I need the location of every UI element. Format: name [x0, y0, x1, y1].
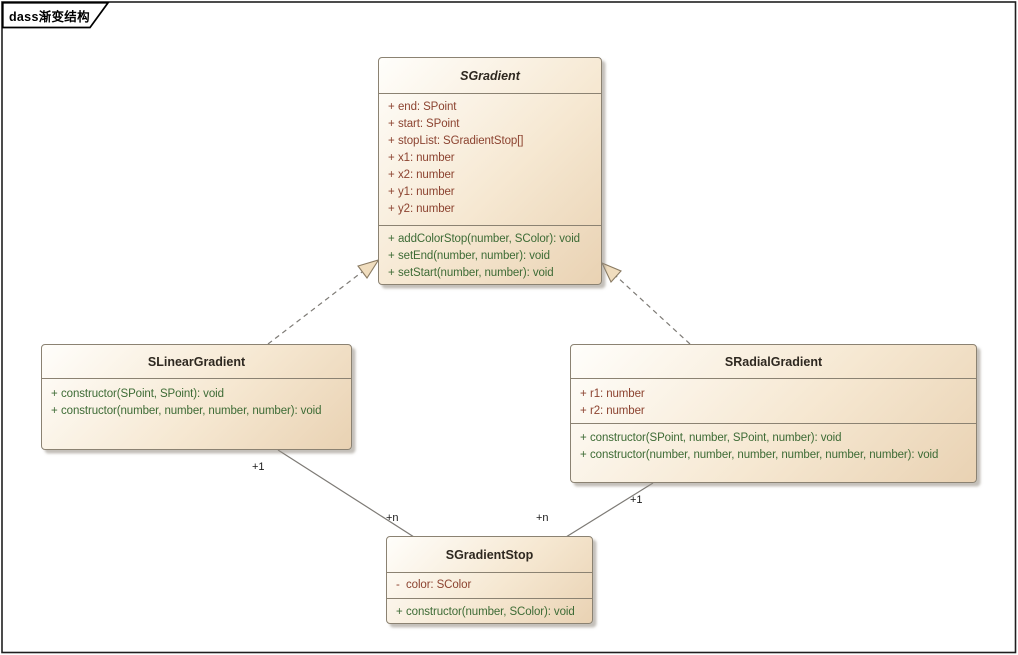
attribute-text: r1: number: [590, 388, 645, 400]
visibility-sign: +: [388, 250, 395, 262]
attribute-row[interactable]: +start: SPoint: [379, 116, 601, 133]
visibility-sign: +: [396, 606, 403, 618]
attribute-text: stopList: SGradientStop[]: [398, 135, 524, 147]
class-box-sgradient[interactable]: SGradient+end: SPoint+start: SPoint+stop…: [378, 57, 602, 285]
method-row[interactable]: +constructor(SPoint, number, SPoint, num…: [571, 430, 976, 447]
visibility-sign: +: [388, 233, 395, 245]
method-text: constructor(number, number, number, numb…: [61, 405, 322, 417]
method-text: setEnd(number, number): void: [398, 250, 550, 262]
hollow-triangle-arrowhead-icon: [357, 259, 380, 279]
multiplicity-label: +1: [252, 461, 265, 473]
association-connector[interactable]: [565, 482, 654, 538]
hollow-triangle-arrowhead-icon: [600, 261, 622, 283]
attribute-row[interactable]: +stopList: SGradientStop[]: [379, 133, 601, 150]
visibility-sign: +: [580, 449, 587, 461]
method-text: constructor(number, number, number, numb…: [590, 449, 939, 461]
method-text: constructor(SPoint, SPoint): void: [61, 388, 224, 400]
multiplicity-label: +n: [536, 512, 549, 524]
visibility-sign: +: [51, 405, 58, 417]
multiplicity-label: +1: [630, 494, 643, 506]
method-row[interactable]: +setEnd(number, number): void: [379, 248, 601, 265]
generalization-connector[interactable]: [267, 271, 363, 345]
class-name: SRadialGradient: [724, 354, 823, 369]
visibility-sign: +: [388, 118, 395, 130]
attribute-row[interactable]: +x2: number: [379, 167, 601, 184]
attribute-text: end: SPoint: [398, 101, 457, 113]
attribute-row[interactable]: -color: SColor: [387, 577, 592, 594]
attribute-row[interactable]: +y1: number: [379, 184, 601, 201]
visibility-sign: +: [388, 186, 395, 198]
method-row[interactable]: +constructor(number, number, number, num…: [571, 447, 976, 464]
attribute-text: x1: number: [398, 152, 455, 164]
attribute-text: color: SColor: [406, 579, 472, 591]
visibility-sign: +: [580, 405, 587, 417]
visibility-sign: +: [388, 152, 395, 164]
method-text: addColorStop(number, SColor): void: [398, 233, 580, 245]
attribute-text: y2: number: [398, 203, 455, 215]
method-text: setStart(number, number): void: [398, 267, 554, 279]
method-row[interactable]: +constructor(number, SColor): void: [387, 604, 592, 621]
class-name: SLinearGradient: [147, 354, 246, 369]
attribute-row[interactable]: +r2: number: [571, 403, 976, 420]
method-text: constructor(number, SColor): void: [406, 606, 575, 618]
visibility-sign: +: [580, 388, 587, 400]
visibility-sign: +: [580, 432, 587, 444]
attribute-text: start: SPoint: [398, 118, 460, 130]
method-row[interactable]: +setStart(number, number): void: [379, 265, 601, 282]
class-box-sgradientstop[interactable]: SGradientStop -color: SColor +constructor(…: [386, 536, 593, 624]
visibility-sign: +: [388, 135, 395, 147]
attributes-compartment: -color: SColor: [387, 573, 592, 599]
visibility-sign: -: [396, 579, 400, 591]
multiplicity-label: +n: [386, 512, 399, 524]
class-box-slineargradient[interactable]: SLinearGradient +constructor(SPoint, SPoi…: [41, 344, 352, 450]
generalization-connector[interactable]: [615, 275, 691, 345]
attributes-compartment: +r1: number+r2: number: [571, 379, 976, 424]
attribute-text: x2: number: [398, 169, 455, 181]
visibility-sign: +: [388, 101, 395, 113]
visibility-sign: +: [388, 203, 395, 215]
association-connector[interactable]: [277, 449, 415, 538]
class-name: SGradient: [460, 68, 520, 83]
methods-compartment: +addColorStop(number, SColor): void+setE…: [379, 226, 601, 284]
method-text: constructor(SPoint, number, SPoint, numb…: [590, 432, 842, 444]
class-name: SGradientStop: [445, 547, 534, 562]
attribute-row[interactable]: +x1: number: [379, 150, 601, 167]
methods-compartment: +constructor(SPoint, number, SPoint, num…: [571, 424, 976, 482]
attributes-compartment: +end: SPoint+start: SPoint+stopList: SGr…: [379, 94, 601, 226]
methods-compartment: +constructor(SPoint, SPoint): void+const…: [42, 379, 351, 449]
class-box-sradialgradient[interactable]: SRadialGradient+r1: number+r2: number+co…: [570, 344, 977, 483]
diagram-frame-tab: [1, 1, 110, 29]
methods-compartment: +constructor(number, SColor): void: [387, 599, 592, 623]
visibility-sign: +: [388, 267, 395, 279]
attribute-row[interactable]: +end: SPoint: [379, 99, 601, 116]
attribute-row[interactable]: +y2: number: [379, 201, 601, 218]
visibility-sign: +: [388, 169, 395, 181]
attribute-row[interactable]: +r1: number: [571, 386, 976, 403]
diagram-title: dass渐变结构: [9, 10, 90, 24]
method-row[interactable]: +constructor(SPoint, SPoint): void: [42, 386, 351, 403]
method-row[interactable]: +constructor(number, number, number, num…: [42, 403, 351, 420]
visibility-sign: +: [51, 388, 58, 400]
attribute-text: y1: number: [398, 186, 455, 198]
attribute-text: r2: number: [590, 405, 645, 417]
method-row[interactable]: +addColorStop(number, SColor): void: [379, 231, 601, 248]
